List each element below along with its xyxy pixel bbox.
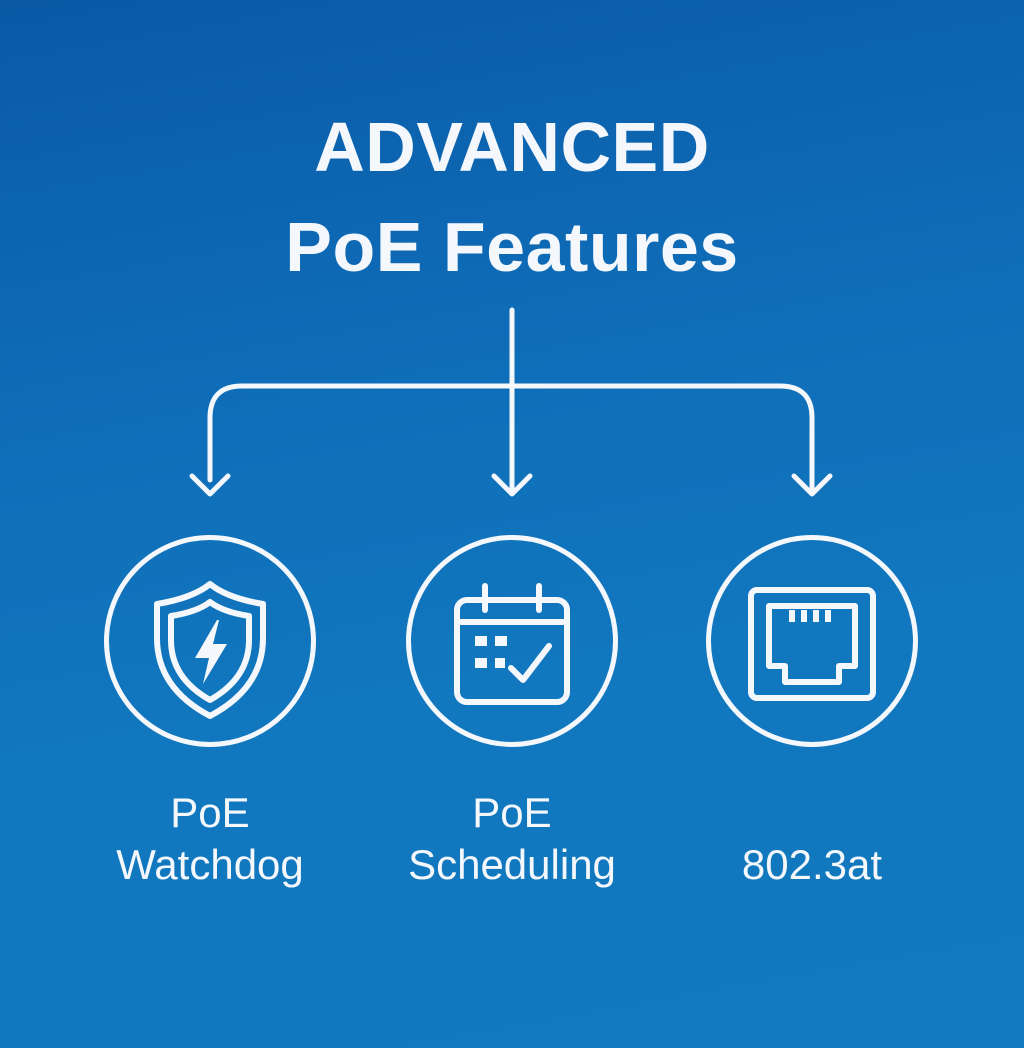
icon-ring xyxy=(104,535,316,747)
feature-label-line-2: Watchdog xyxy=(116,841,304,888)
feature-poe-watchdog: PoE Watchdog xyxy=(60,535,360,895)
right-arrowhead xyxy=(791,473,833,497)
feature-label-line-2: Scheduling xyxy=(408,841,616,888)
icon-ring xyxy=(706,535,918,747)
feature-label-line-2: 802.3at xyxy=(741,841,883,888)
left-arrowhead xyxy=(189,473,231,497)
calendar-check-icon xyxy=(454,583,570,705)
title-line-1: ADVANCED xyxy=(314,108,710,186)
feature-802-3at: 802.3at xyxy=(662,535,962,895)
shield-lightning-icon xyxy=(154,581,266,719)
feature-poe-scheduling: PoE Scheduling xyxy=(362,535,662,895)
icon-ring xyxy=(406,535,618,747)
center-arrowhead xyxy=(491,473,533,497)
feature-label-line-1: PoE xyxy=(170,789,250,836)
feature-label-line-1: PoE xyxy=(472,789,552,836)
title-line-2: PoE Features xyxy=(285,208,739,286)
ethernet-port-icon xyxy=(748,587,876,701)
branch-line xyxy=(207,383,815,491)
